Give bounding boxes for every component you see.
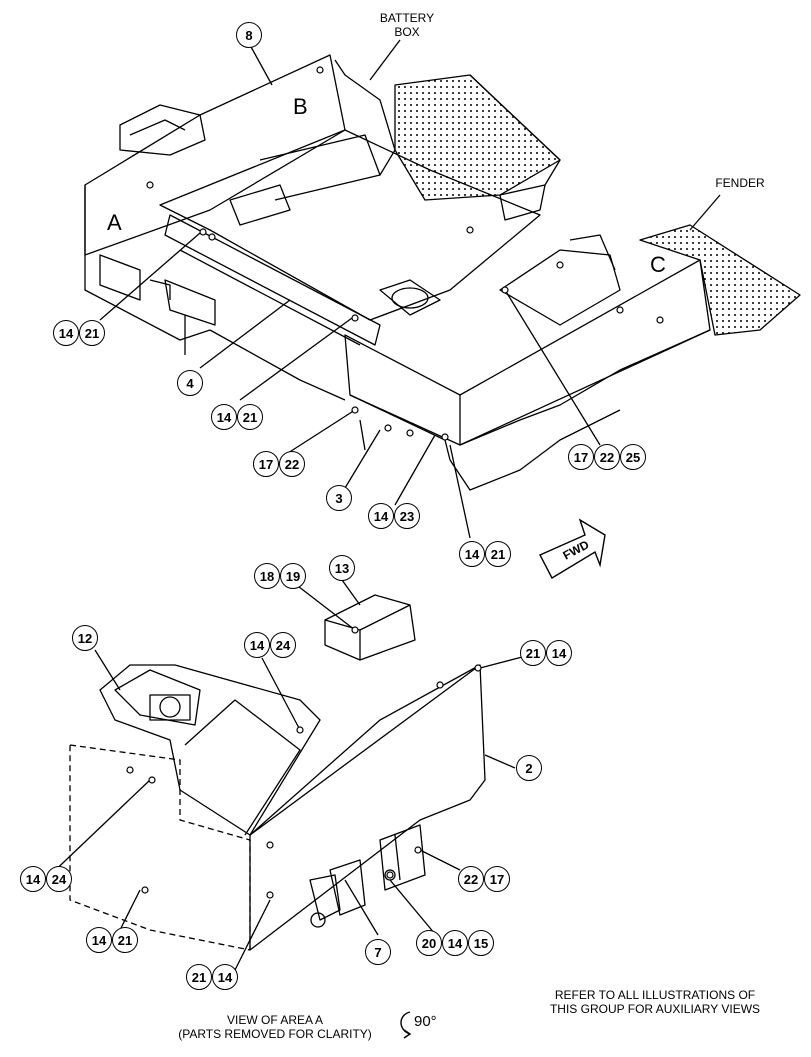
callout-17: 17 — [484, 866, 510, 892]
rotation-label: 90° — [414, 1013, 437, 1030]
top-cover-12 — [99, 664, 321, 836]
callout-14: 14 — [442, 930, 468, 956]
callout-8: 8 — [236, 22, 262, 48]
callout-13: 13 — [329, 555, 355, 581]
lower-view-area-a — [44, 579, 531, 971]
view-caption: VIEW OF AREA A(PARTS REMOVED FOR CLARITY… — [178, 1013, 372, 1041]
callout-21: 21 — [237, 404, 263, 430]
fender-grating — [639, 224, 801, 336]
callout-4: 4 — [177, 370, 203, 396]
callout-3: 3 — [326, 485, 352, 511]
callout-19: 19 — [280, 563, 306, 589]
area-c-label: C — [650, 252, 666, 277]
callout-22: 22 — [594, 444, 620, 470]
fwd-arrow-icon — [539, 518, 606, 579]
cover-13 — [324, 594, 416, 661]
callout-25: 25 — [620, 444, 646, 470]
area-a-label: A — [107, 210, 122, 235]
callout-24: 24 — [270, 632, 296, 658]
callout-18: 18 — [254, 563, 280, 589]
callout-17: 17 — [253, 451, 279, 477]
callout-15: 15 — [468, 930, 494, 956]
rear-panel — [344, 334, 461, 446]
latch-7 — [329, 859, 366, 916]
crossmember-4 — [164, 214, 381, 346]
side-panel-a — [84, 54, 346, 256]
callout-21: 21 — [79, 320, 105, 346]
callout-14: 14 — [211, 404, 237, 430]
callout-14: 14 — [368, 503, 394, 529]
lower-fasteners — [126, 626, 482, 899]
callout-14: 14 — [459, 541, 485, 567]
callout-22: 22 — [279, 451, 305, 477]
upper-fasteners — [146, 66, 664, 441]
fender-label: FENDER — [715, 176, 765, 190]
callout-24: 24 — [46, 866, 72, 892]
callout-20: 20 — [416, 930, 442, 956]
callout-7: 7 — [365, 939, 391, 965]
callout-14: 14 — [53, 320, 79, 346]
callout-21: 21 — [520, 640, 546, 666]
area-b-label: B — [293, 94, 308, 119]
callout-21: 21 — [186, 964, 212, 990]
side-panel-2 — [249, 664, 486, 951]
callout-2: 2 — [516, 755, 542, 781]
callout-17: 17 — [568, 444, 594, 470]
callout-21: 21 — [485, 541, 511, 567]
callout-14: 14 — [546, 640, 572, 666]
rotate-icon — [400, 1011, 412, 1039]
callout-14: 14 — [20, 866, 46, 892]
callout-14: 14 — [212, 964, 238, 990]
callout-23: 23 — [394, 503, 420, 529]
callout-14: 14 — [86, 927, 112, 953]
callout-22: 22 — [458, 866, 484, 892]
callout-14: 14 — [244, 632, 270, 658]
right-panel — [459, 259, 711, 446]
callout-12: 12 — [72, 625, 98, 651]
callout-21: 21 — [112, 927, 138, 953]
upper-frame-assembly — [84, 39, 801, 539]
